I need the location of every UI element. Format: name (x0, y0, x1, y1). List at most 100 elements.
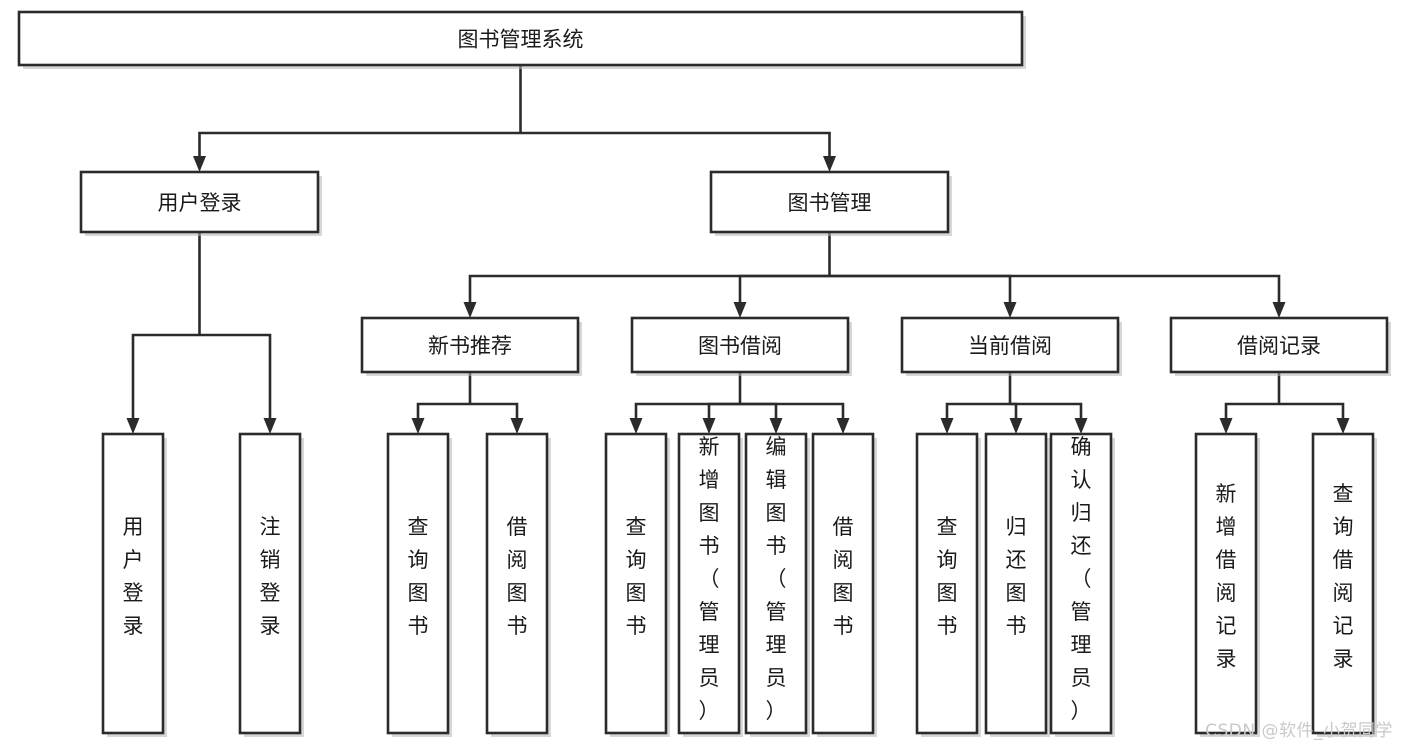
edge-cb-leaf-confirm-return (1010, 402, 1083, 418)
node-label: 注销登录 (260, 515, 281, 638)
edge-br-leaf-add-record (1224, 402, 1279, 418)
node-label: 新增借阅记录 (1216, 482, 1237, 671)
node-leaf-query-book-3[interactable]: 查询图书 (915, 432, 981, 737)
arrow-head-icon (1009, 418, 1023, 434)
node-label: 归还图书 (1006, 515, 1027, 638)
node-label: 图书借阅 (698, 334, 782, 358)
node-leaf-borrow-book-2[interactable]: 借阅图书 (811, 432, 877, 737)
arrow-head-icon (510, 418, 524, 434)
node-leaf-add-book-admin[interactable]: 新增图书（管理员） (677, 432, 743, 737)
node-book-manage[interactable]: 图书管理 (709, 170, 952, 236)
arrow-head-icon (733, 302, 747, 318)
node-leaf-borrow-book-1[interactable]: 借阅图书 (485, 432, 551, 737)
node-box (900, 316, 1120, 374)
arrow-head-icon (193, 156, 206, 172)
edge-bm-new-book-recommend (468, 274, 830, 302)
node-leaf-return-book[interactable]: 归还图书 (984, 432, 1050, 737)
edge-bb-leaf-borrow-book-2 (740, 402, 845, 418)
edge-group-borrow-record (1219, 372, 1350, 434)
node-label: 借阅图书 (507, 515, 528, 638)
node-label: 查询图书 (937, 515, 958, 638)
edge-bb-leaf-add-book-admin (707, 402, 740, 418)
arrow-head-icon (1074, 418, 1088, 434)
node-label: 查询借阅记录 (1333, 482, 1354, 671)
node-label: 新增图书（管理员） (699, 435, 720, 723)
node-leaf-confirm-return-admin[interactable]: 确认归还（管理员） (1049, 432, 1115, 737)
edge-root-book-manage (520, 131, 831, 156)
node-leaf-user-logout[interactable]: 注销登录 (238, 432, 304, 737)
arrow-head-icon (126, 418, 140, 434)
node-label: 确认归还（管理员） (1071, 435, 1092, 723)
node-box (811, 432, 875, 735)
node-leaf-query-book-2[interactable]: 查询图书 (604, 432, 670, 737)
node-label: 当前借阅 (968, 334, 1052, 358)
node-leaf-query-borrow-record[interactable]: 查询借阅记录 (1311, 432, 1377, 737)
arrow-head-icon (411, 418, 425, 434)
node-book-borrow[interactable]: 图书借阅 (630, 316, 852, 376)
node-box (984, 432, 1048, 735)
edge-bb-leaf-query-book-2 (634, 402, 740, 418)
node-label: 用户登录 (158, 191, 242, 215)
node-box (744, 432, 808, 735)
csdn-watermark: CSDN @软件_小贺同学 (1205, 721, 1393, 741)
node-new-book-recommend[interactable]: 新书推荐 (360, 316, 582, 376)
node-box (101, 432, 165, 735)
edge-group-new-book-recommend (411, 372, 524, 434)
edge-nbr-leaf-query-book-1 (416, 402, 470, 418)
edge-bm-borrow-record (829, 274, 1281, 302)
edge-bb-leaf-edit-book-admin (740, 402, 778, 418)
edge-bm-book-borrow (738, 274, 830, 302)
edge-group-user-login (126, 232, 277, 434)
node-box (386, 432, 450, 735)
node-label: 图书管理 (788, 191, 872, 215)
node-box (604, 432, 668, 735)
arrow-head-icon (823, 156, 836, 172)
nodes-layer: 图书管理系统用户登录图书管理新书推荐图书借阅当前借阅借阅记录用户登录注销登录查询… (17, 10, 1391, 737)
edge-cb-leaf-return-book (1010, 402, 1018, 418)
edge-group-root (193, 65, 836, 172)
node-label: 查询图书 (626, 515, 647, 638)
node-box (709, 170, 950, 234)
arrow-head-icon (1336, 418, 1350, 434)
edge-ul-leaf-user-logout (199, 333, 272, 418)
edge-nbr-leaf-borrow-book-1 (470, 402, 519, 418)
edge-group-book-borrow (629, 372, 850, 434)
arrow-head-icon (1272, 302, 1286, 318)
arrow-head-icon (702, 418, 716, 434)
node-leaf-add-borrow-record[interactable]: 新增借阅记录 (1194, 432, 1260, 737)
node-label: 借阅图书 (833, 515, 854, 638)
arrow-head-icon (836, 418, 850, 434)
arrow-head-icon (629, 418, 643, 434)
arrow-head-icon (263, 418, 277, 434)
edge-group-current-borrow (940, 372, 1088, 434)
arrow-head-icon (1003, 302, 1017, 318)
node-label: 图书管理系统 (458, 28, 584, 52)
node-box (360, 316, 580, 374)
node-box (915, 432, 979, 735)
edge-group-book-manage (463, 232, 1286, 318)
arrow-head-icon (940, 418, 954, 434)
node-leaf-user-login[interactable]: 用户登录 (101, 432, 167, 737)
node-borrow-record[interactable]: 借阅记录 (1169, 316, 1391, 376)
node-leaf-query-book-1[interactable]: 查询图书 (386, 432, 452, 737)
node-current-borrow[interactable]: 当前借阅 (900, 316, 1122, 376)
node-label: 查询图书 (408, 515, 429, 638)
node-label: 编辑图书（管理员） (766, 435, 787, 723)
node-box (485, 432, 549, 735)
node-label: 用户登录 (123, 515, 144, 638)
arrow-head-icon (463, 302, 477, 318)
node-box (630, 316, 850, 374)
node-user-login[interactable]: 用户登录 (79, 170, 322, 236)
node-label: 新书推荐 (428, 334, 512, 358)
node-box (1049, 432, 1113, 735)
node-root[interactable]: 图书管理系统 (17, 10, 1026, 69)
node-box (238, 432, 302, 735)
arrow-head-icon (1219, 418, 1233, 434)
edge-root-user-login (198, 131, 521, 156)
edge-br-leaf-query-record (1279, 402, 1345, 418)
edges-layer (126, 65, 1350, 434)
node-leaf-edit-book-admin[interactable]: 编辑图书（管理员） (744, 432, 810, 737)
node-box (17, 10, 1024, 67)
arrow-head-icon (769, 418, 783, 434)
